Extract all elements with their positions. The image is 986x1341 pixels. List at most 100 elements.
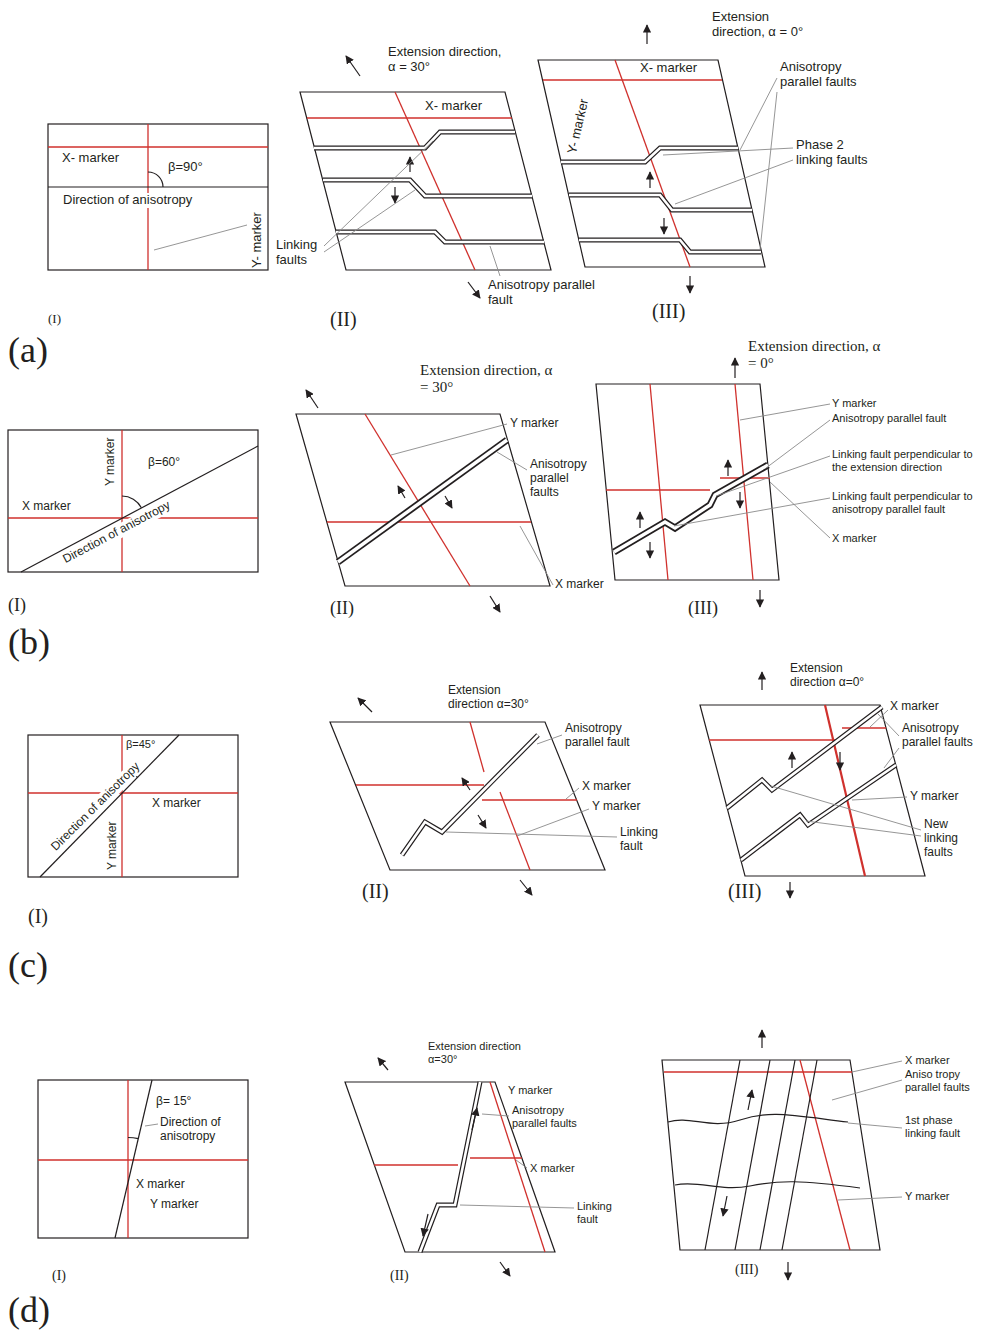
panel-d-ii-line: [500, 1262, 510, 1276]
panel-a-ii-line: [307, 117, 512, 118]
panel-d-i-line: [145, 1124, 158, 1126]
panel-d-ii-use: [420, 1082, 480, 1252]
panel-d-i-line: [115, 1080, 152, 1238]
panel-d-iii-line: [800, 1060, 850, 1250]
text-label: Anisotropy parallel faults: [530, 458, 598, 499]
text-label: X- marker: [425, 99, 482, 114]
text-label: Linking fault: [620, 826, 678, 854]
panel-d-i-line: [127, 1080, 128, 1238]
panel-c-ii-use: [402, 735, 538, 855]
panel-b-iii-line: [606, 489, 710, 490]
panel-c-iii-polygon: [700, 705, 925, 876]
text-label: X- marker: [640, 61, 697, 76]
panel-a-ii: [300, 56, 551, 298]
panel-c-i-line: [121, 735, 122, 877]
panel-b-ii-line: [520, 526, 553, 585]
text-label: Linking fault: [577, 1200, 632, 1225]
text-label: Anisotropy parallel fault: [565, 722, 640, 750]
text-label: β=45°: [126, 738, 155, 751]
text-label: 1st phase linking fault: [905, 1114, 977, 1139]
text-label: Linking fault perpendicular to the exten…: [832, 448, 980, 473]
panel-c-iii-line: [771, 786, 921, 830]
panel-a-ii-line: [468, 282, 480, 298]
text-label: (d): [8, 1290, 50, 1331]
panel-c-iii-line: [789, 882, 790, 898]
panel-b-iii-line: [766, 420, 830, 468]
panel-a-ii-use: [314, 132, 515, 148]
text-label: Y marker: [592, 800, 640, 814]
text-label: X- marker: [62, 151, 119, 166]
text-label: Y marker: [104, 438, 118, 486]
text-label: X marker: [582, 780, 631, 794]
panel-d-iii-path: [668, 1114, 848, 1123]
text-label: (a): [8, 330, 48, 371]
text-label: (I): [48, 312, 61, 327]
panel-b-iii-line: [716, 456, 830, 496]
panel-a-iii-line: [543, 79, 722, 80]
text-label: Y marker: [150, 1198, 198, 1212]
panel-d-iii: [662, 1030, 902, 1280]
panel-c-ii-line: [462, 778, 470, 790]
panel-a-iii: [538, 25, 793, 293]
panel-b-ii-line: [327, 521, 531, 522]
panel-b-i-line: [21, 446, 258, 572]
panel-a-i: [48, 124, 268, 270]
text-label: Extension direction, α = 0°: [712, 10, 824, 40]
text-label: X marker: [555, 578, 604, 592]
panel-a-ii-line: [346, 56, 360, 76]
text-label: (II): [330, 308, 357, 331]
text-label: Y marker: [832, 397, 876, 410]
text-label: (c): [8, 945, 48, 986]
panel-d-i-line: [38, 1159, 248, 1160]
text-label: Anisotropy parallel faults: [780, 60, 872, 90]
panel-a-ii-line: [324, 141, 433, 246]
panel-a-ii-line: [394, 187, 395, 203]
panel-b-ii-use: [338, 440, 507, 562]
panel-a-iii-line: [646, 25, 647, 44]
text-label: Extension direction α=30°: [448, 684, 543, 712]
text-label: Y- marker: [565, 98, 592, 156]
text-label: Extension direction α=0°: [790, 662, 885, 690]
text-label: X marker: [136, 1178, 185, 1192]
panel-d-ii-line: [423, 1214, 428, 1236]
panel-d-ii-line: [482, 1114, 509, 1116]
panel-a-iii-use: [579, 240, 761, 252]
panel-a-iii-polygon: [538, 60, 765, 267]
panel-a-iii-use: [561, 148, 738, 162]
text-label: Aniso tropy parallel faults: [905, 1068, 977, 1093]
text-label: X marker: [152, 797, 201, 811]
panel-d-ii: [345, 1058, 574, 1276]
panel-d-iii-line: [787, 1262, 788, 1280]
panel-d-iii-line: [705, 1060, 740, 1250]
panel-c-iii-line: [878, 714, 899, 736]
panel-d-iii-line: [848, 1123, 902, 1128]
panel-a-i-rect: [48, 124, 268, 270]
panel-c-ii-line: [500, 792, 530, 870]
panel-d-iii-line: [760, 1060, 795, 1250]
text-label: Extension direction, α = 30°: [388, 45, 510, 75]
text-label: Y marker: [510, 417, 558, 431]
text-label: Extension direction, α = 0°: [748, 338, 888, 373]
panel-c-ii-line: [478, 815, 486, 828]
panel-d-ii-use: [420, 1082, 480, 1252]
panel-d-ii-line: [374, 1164, 458, 1165]
panel-a-ii-line: [409, 157, 410, 172]
text-label: β=60°: [148, 456, 180, 470]
panel-a-iii-use: [569, 195, 752, 210]
text-label: Anisotropy parallel fault: [488, 278, 610, 308]
text-label: Anisotropy parallel faults: [902, 722, 977, 750]
panel-d-ii-line: [516, 1160, 527, 1168]
panel-a-iii-use: [561, 148, 738, 162]
panel-a-i-line: [154, 225, 247, 250]
panel-d-iii-line: [852, 1061, 902, 1072]
panel-d-iii-line: [832, 1080, 902, 1100]
panel-a-ii-line: [490, 246, 500, 276]
panel-b-ii-line: [391, 424, 507, 455]
text-label: Extension direction, α = 30°: [420, 362, 560, 397]
panel-b-i-line: [121, 430, 122, 572]
panel-d-iii-line: [761, 1030, 762, 1048]
panel-c-iii-line: [842, 727, 886, 728]
panel-a-i-line: [48, 186, 268, 187]
panel-c-iii-line: [806, 821, 921, 836]
text-label: (III): [652, 300, 685, 323]
